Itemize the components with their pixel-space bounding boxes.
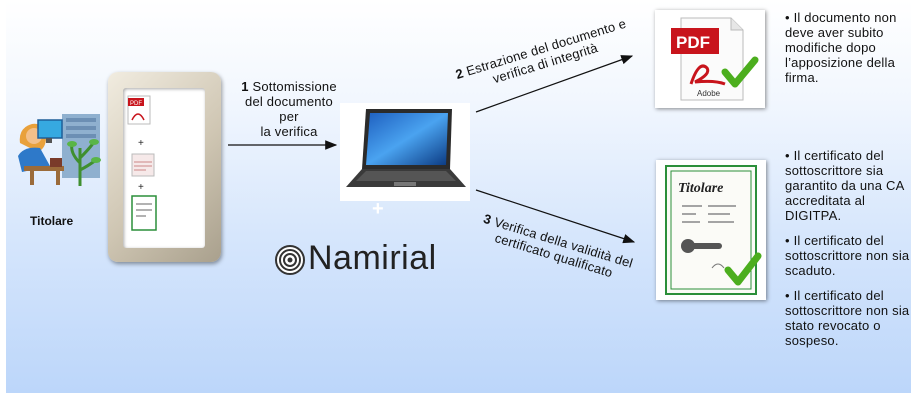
arrow-step-2 [475, 55, 634, 113]
svg-text:+: + [138, 138, 144, 149]
step-1-label: 1 Sottomissione del documento per la ver… [234, 79, 344, 139]
arrow-step-3 [475, 189, 636, 244]
step-1-text-line1: Sottomissione [252, 79, 337, 94]
pdf-icon-label: PDF [676, 33, 710, 52]
adobe-acrobat-icon [689, 64, 726, 86]
document-notes: • Il documento non deve aver subito modi… [785, 10, 911, 95]
person-at-computer-illustration [18, 114, 101, 186]
check-icon [721, 56, 759, 88]
titolare-label: Titolare [30, 214, 74, 228]
certificate-title: Titolare [678, 181, 723, 196]
certificate-note-3: • Il certificato del sottoscrittore non … [785, 288, 910, 348]
step-2-number: 2 [453, 65, 466, 82]
laptop-image [340, 103, 470, 201]
signature-device-frame [108, 72, 221, 262]
certificate-notes: • Il certificato del sottoscrittore sia … [785, 148, 913, 358]
plus-sign: + [372, 198, 384, 220]
namirial-logo-icon [275, 245, 305, 275]
certificate-note-2: • Il certificato del sottoscrittore non … [785, 233, 910, 278]
document-note-1: • Il documento non deve aver subito modi… [785, 10, 897, 85]
certificate-note-1: • Il certificato del sottoscrittore sia … [785, 148, 904, 223]
svg-text:PDF: PDF [130, 101, 142, 107]
step-3-number: 3 [481, 210, 494, 228]
pdf-document-card: PDF Adobe [655, 10, 765, 108]
namirial-brand-text: Namirial [308, 239, 437, 277]
document-stack-icon: PDF + + [127, 95, 157, 231]
svg-text:+: + [138, 182, 144, 193]
check-icon [724, 252, 762, 286]
step-1-number: 1 [241, 79, 249, 94]
pdf-vendor-label: Adobe [697, 89, 721, 98]
step-1-text-line2: del documento per [245, 94, 333, 124]
certificate-card: Titolare [656, 160, 766, 300]
step-1-text-line3: la verifica [260, 124, 318, 139]
